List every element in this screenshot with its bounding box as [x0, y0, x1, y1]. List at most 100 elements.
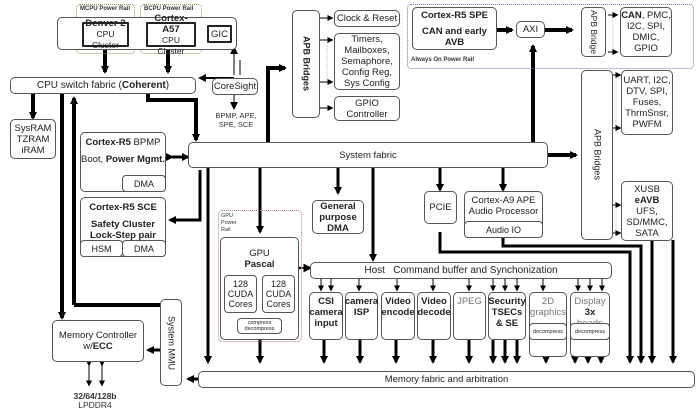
- csi-camera-input-line-1: CSI: [318, 296, 334, 307]
- cuda-cores-1[interactable]: 128 CUDA Cores: [224, 275, 257, 313]
- spe-desc-2: AVB: [444, 36, 465, 48]
- right-peripherals-1[interactable]: UART, I2C, DTV, SPI, Fuses, ThrmSnsr, PW…: [621, 70, 673, 135]
- mc-label: Memory Controller: [58, 330, 138, 341]
- gpio-line-2: Controller: [346, 108, 388, 120]
- gpu-rail-3: Rail: [221, 227, 231, 233]
- audio-io[interactable]: Audio IO: [464, 221, 543, 238]
- cuda2-line-3: Cores: [266, 299, 291, 309]
- cpu-switch-text: CPU switch fabric (: [36, 80, 122, 91]
- cpu-switch-end: ): [165, 80, 170, 91]
- denver-cpu-cluster[interactable]: Denver 2 CPU Cluster: [82, 18, 129, 50]
- gpu-rail-label: GPU Power Rail: [221, 213, 237, 234]
- apb-bridge-spe[interactable]: APB Bridge: [581, 7, 606, 57]
- gic[interactable]: GIC: [207, 25, 232, 43]
- 2d-graphics-decompress[interactable]: decompress: [529, 323, 567, 340]
- security-tsecs-line-3: & SE: [495, 318, 519, 329]
- apb-bridges-right[interactable]: APB Bridges: [581, 70, 613, 240]
- video-encode-line-1: Video: [385, 296, 411, 307]
- gpu-compress-2: decompress: [244, 326, 275, 332]
- sce-dma[interactable]: DMA: [122, 240, 166, 257]
- apb-bridges-right-label: APB Bridges: [592, 129, 603, 181]
- cortex-r5-spe[interactable]: Cortex-R5 SPE CAN and early AVB: [412, 7, 497, 50]
- general-purpose-dma[interactable]: General purpose DMA: [312, 200, 364, 234]
- gpu-compress[interactable]: compress decompress: [237, 318, 282, 334]
- a57-cpu-cluster[interactable]: Cortex-A57 CPU Cluster: [146, 13, 196, 56]
- csi-camera-input-line-3: input: [314, 318, 338, 329]
- pcie[interactable]: PCIE: [424, 191, 457, 224]
- system-fabric[interactable]: System fabric: [188, 142, 548, 168]
- bpmp-dma[interactable]: DMA: [122, 175, 166, 192]
- bpmp-title-rest: BPMP: [130, 137, 161, 148]
- timers-mailboxes[interactable]: Timers, Mailboxes, Semaphore, Config Reg…: [334, 33, 400, 90]
- bpmp-desc-plain: Boot,: [81, 154, 106, 165]
- rp1-line-3: Fuses,: [632, 97, 662, 108]
- cuda2-line-1: 128: [270, 279, 287, 289]
- gpu-compress-1: compress: [247, 319, 272, 326]
- audio-io-label: Audio IO: [485, 224, 522, 235]
- jpeg[interactable]: JPEG: [453, 292, 486, 340]
- coresight[interactable]: CoreSight: [212, 78, 258, 95]
- video-decode-line-1: Video: [421, 296, 447, 307]
- system-mmu[interactable]: System MMU: [160, 299, 182, 386]
- gpu-arch: Pascal: [244, 259, 275, 270]
- spe-title: Cortex-R5 SPE: [420, 9, 489, 21]
- gp-dma-line-3: DMA: [327, 222, 349, 234]
- clock-reset[interactable]: Clock & Reset: [334, 10, 400, 27]
- a57-sub: CPU Cluster: [157, 34, 185, 56]
- apb-bridge-spe-2: Bridge: [589, 29, 599, 54]
- cuda-cores-2[interactable]: 128 CUDA Cores: [262, 275, 295, 313]
- spe-desc-1: CAN and early: [422, 25, 487, 37]
- system-mmu-label: System MMU: [166, 315, 177, 370]
- display-heads-line-1: Display: [574, 296, 606, 307]
- host-label: Host Command buffer and Synchonization: [364, 265, 558, 276]
- sce-dma-label: DMA: [134, 243, 154, 254]
- gpio-controller[interactable]: GPIO Controller: [334, 96, 400, 121]
- rp2-sdmmc: SD/MMC,: [626, 216, 668, 228]
- coresight-targets: BPMP, APE, SPE, SCE: [212, 111, 260, 129]
- cpu-switch-fabric[interactable]: CPU switch fabric (Coherent): [10, 77, 196, 94]
- mc-prefix: w/: [83, 341, 93, 352]
- rp1-line-2: DTV, SPI,: [626, 86, 668, 97]
- mc-ecc: ECC: [92, 341, 113, 352]
- denver-title: Denver 2: [85, 18, 126, 29]
- bcpu-rail-label: BCPU Power Rail: [144, 6, 194, 12]
- cuda1-line-2: CUDA: [227, 289, 254, 299]
- rp2-eavb: eAVB: [634, 194, 660, 206]
- host-command-buffer[interactable]: Host Command buffer and Synchonization: [310, 262, 612, 279]
- timers-line-3: Semaphore,: [341, 56, 393, 67]
- right-peripherals-2[interactable]: XUSB eAVB UFS, SD/MMC, SATA: [621, 181, 673, 241]
- apb-bridges-top[interactable]: APB Bridges: [292, 10, 320, 118]
- spe-peripherals[interactable]: CAN, PMC, I2C, SPI, DMIC, GPIO: [620, 7, 672, 57]
- sysram[interactable]: SysRAM TZRAM iRAM: [10, 119, 56, 159]
- spe-periph-can: CAN: [621, 10, 642, 21]
- rp2-sata: SATA: [635, 227, 659, 239]
- memory-fabric[interactable]: Memory fabric and arbitration: [198, 371, 695, 388]
- axi[interactable]: AXI: [516, 21, 545, 38]
- sce-title: Cortex-R5 SCE: [89, 202, 157, 213]
- gp-dma-line-1: General: [320, 200, 356, 212]
- sce-hsm[interactable]: HSM: [80, 240, 123, 257]
- coresight-label: CoreSight: [213, 81, 257, 92]
- bpmp-dma-label: DMA: [134, 178, 154, 189]
- camera-isp-line-1: camera: [344, 296, 379, 307]
- a57-title: Cortex-A57: [154, 12, 188, 35]
- gp-dma-line-2: purpose: [319, 211, 357, 223]
- coresight-target-1: BPMP, APE,: [215, 111, 257, 120]
- video-encode-line-2: encode: [381, 307, 415, 318]
- cpu-switch-bold: Coherent: [121, 80, 166, 91]
- bpmp-desc-bold: Power Mgmt.: [105, 154, 165, 165]
- video-decode-line-2: decode: [417, 307, 451, 318]
- gpu-rail-2: Power: [221, 220, 237, 226]
- security-tsecs-line-2: TSECs: [491, 307, 523, 318]
- display-heads-decompress[interactable]: decompress: [570, 323, 610, 340]
- timers-line-1: Timers,: [351, 34, 383, 45]
- timers-line-5: Sys Config: [344, 78, 390, 89]
- jpeg-line-1: JPEG: [457, 296, 482, 307]
- gic-label: GIC: [211, 28, 228, 40]
- memory-controller[interactable]: Memory Controller w/ECC: [52, 320, 144, 362]
